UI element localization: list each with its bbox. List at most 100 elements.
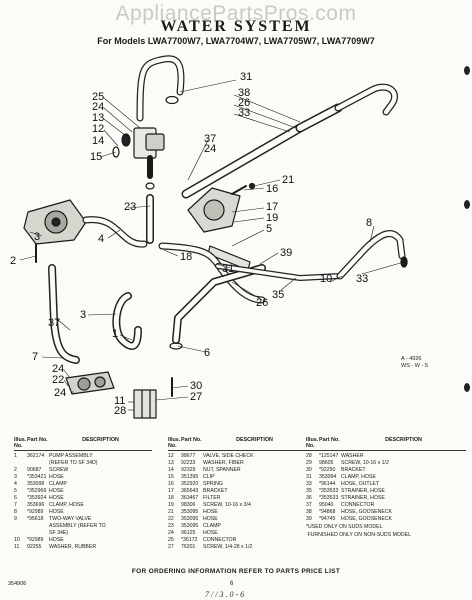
illus-no: 24	[168, 530, 174, 536]
part-description: HOSE	[49, 488, 64, 494]
part-no: 365643	[181, 488, 199, 494]
part-no: 98605	[319, 460, 334, 466]
parts-header: Illus. No. Part No. DESCRIPTION	[14, 437, 152, 451]
illus-no: 23	[168, 523, 174, 529]
part-no: *92989	[27, 509, 44, 515]
parts-note: FURNISHED ONLY ON NON-SUDS MODEL	[306, 532, 412, 538]
illus-no: 16	[168, 481, 174, 487]
part-no: 76201	[181, 544, 196, 550]
parts-note: *USED ONLY ON SUDS MODEL	[306, 524, 383, 530]
callout-label: 24	[54, 387, 66, 399]
callout-label: 5	[266, 223, 272, 235]
header-description: DESCRIPTION	[385, 437, 422, 443]
header-part-no: Part No.	[181, 437, 202, 443]
callout-label: 13	[92, 112, 104, 124]
part-description: PUMP ASSEMBLY	[49, 453, 93, 459]
part-description: HOSE, GOOSENECK	[341, 509, 393, 515]
callout-label: 27	[190, 391, 202, 403]
part-no: 353094	[319, 474, 337, 480]
illus-no: 28	[306, 453, 312, 459]
callout-label: 33	[356, 273, 368, 285]
callout-label: 24	[52, 363, 64, 375]
part-description: SCREW	[49, 467, 69, 473]
part-no: 92233	[181, 460, 196, 466]
part-description: SCREW, 10-16 x 3/4	[203, 502, 251, 508]
callout-label: 14	[92, 135, 104, 147]
part-description: SCREW, 1/4-28 x 1/2	[203, 544, 253, 550]
parts-header: Illus. No. Part No. DESCRIPTION	[306, 437, 466, 451]
callout-label: 26	[256, 297, 268, 309]
part-no	[27, 460, 49, 467]
illus-no: 2	[14, 467, 17, 473]
page-title: WATER SYSTEM	[160, 18, 312, 35]
part-description: CLAMP, HOSE	[49, 502, 84, 508]
header-illus-no: Illus. No.	[14, 437, 27, 449]
illus-no	[14, 530, 27, 537]
callout-label: 24	[204, 143, 216, 155]
part-no: 352920	[181, 481, 199, 487]
illus-no: 1	[14, 453, 17, 459]
header-description: DESCRIPTION	[82, 437, 119, 443]
part-no: 98677	[181, 453, 196, 459]
callout-label: 31	[240, 71, 252, 83]
callout-label: 9	[402, 257, 408, 269]
part-description: (REFER TO SF 34D)	[49, 460, 98, 466]
callout-label: 7	[32, 351, 38, 363]
illus-no: 22	[168, 516, 174, 522]
callout-label: 37	[48, 317, 60, 329]
part-description: CLAMP	[203, 523, 221, 529]
parts-row: ASSEMBLY (REFER TO	[14, 523, 152, 530]
callout-label: 12	[92, 123, 104, 135]
part-description: HOSE, OUTLET	[341, 481, 380, 487]
callout-label: 21	[282, 174, 294, 186]
part-description: HOSE	[49, 537, 64, 543]
part-no: *352966	[27, 488, 47, 494]
illus-no: 18	[168, 495, 174, 501]
illus-no: 5	[14, 488, 17, 494]
part-description: HOSE, GOOSENECK	[341, 516, 393, 522]
illus-no: 19	[168, 502, 174, 508]
illus-no	[14, 523, 27, 530]
model-list: For Models LWA7700W7, LWA7704W7, LWA7705…	[97, 36, 375, 46]
page-number: 6	[230, 581, 234, 587]
part-no: 353098	[27, 481, 45, 487]
part-no: *125147	[319, 453, 339, 459]
part-no: *92250	[319, 467, 336, 473]
part-no: *92989	[27, 537, 44, 543]
part-description: ASSEMBLY (REFER TO	[49, 523, 106, 529]
callout-label: 30	[190, 380, 202, 392]
illus-no: 38	[306, 509, 312, 515]
part-description: HOSE	[49, 474, 64, 480]
callout-label: 17	[266, 201, 278, 213]
callout-label: 26	[238, 97, 250, 109]
diagram-code-line-2: WS - W - 5	[401, 363, 428, 369]
part-description: VALVE, SIDE CHECK	[203, 453, 254, 459]
part-no: 353095	[181, 516, 199, 522]
parts-header: Illus. No. Part No. DESCRIPTION	[168, 437, 306, 451]
illus-no: 9	[14, 516, 17, 522]
exploded-diagram: 31 25 24 13 12 14 15 38 26 33 37 24 21 1…	[10, 55, 408, 419]
